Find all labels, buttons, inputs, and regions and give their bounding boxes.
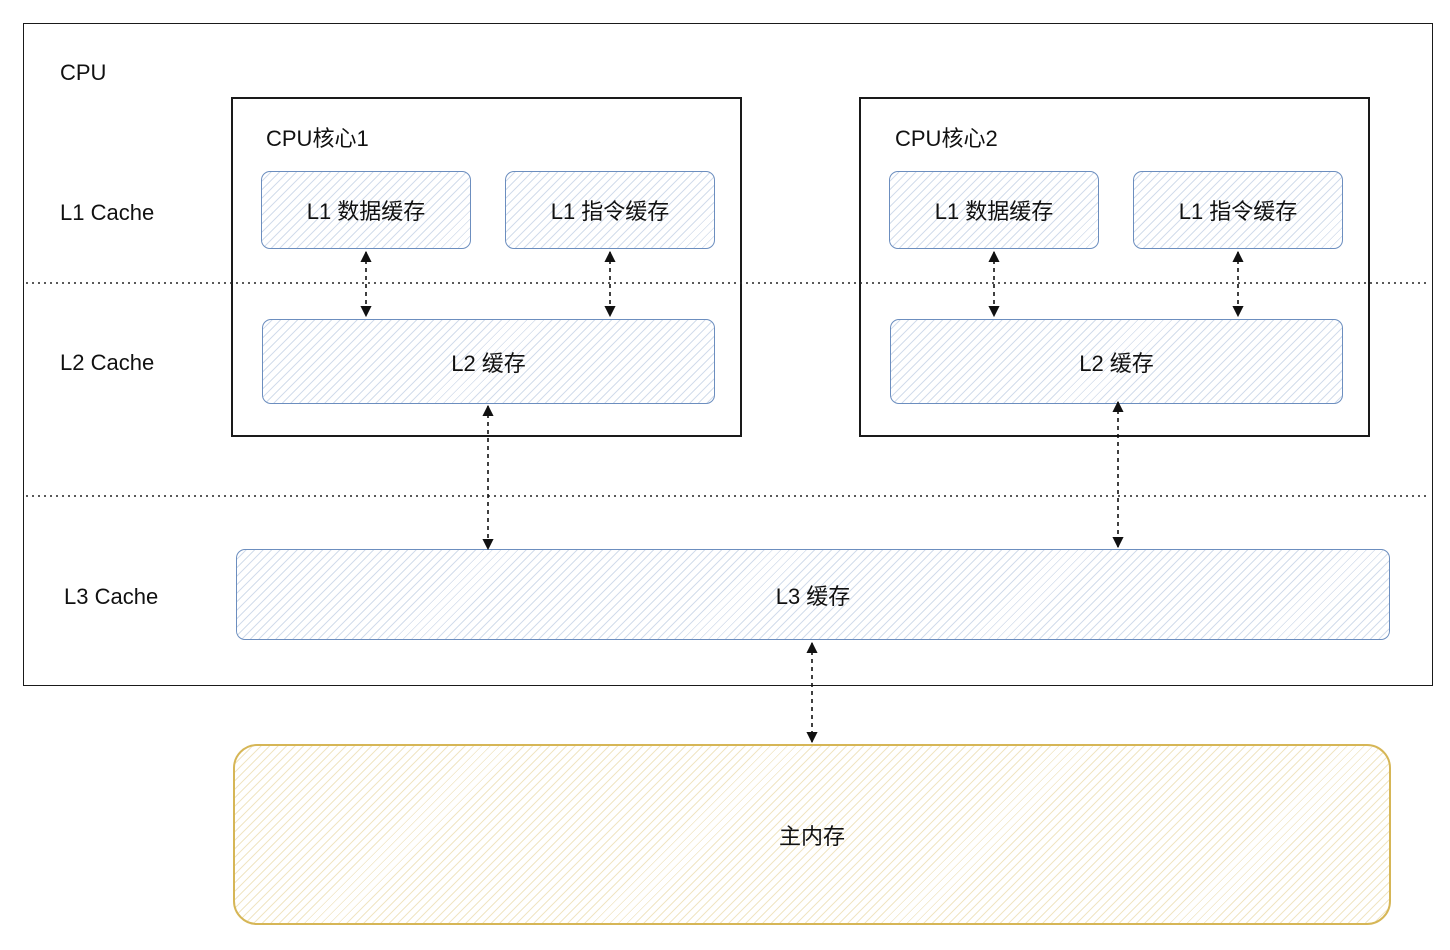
core-2-l1-data-cache: L1 数据缓存 xyxy=(889,171,1099,249)
core-2-l1-instruction-cache: L1 指令缓存 xyxy=(1133,171,1343,249)
l3-cache: L3 缓存 xyxy=(236,549,1390,640)
core-1-l2-cache: L2 缓存 xyxy=(262,319,715,404)
core-1-l1-instruction-cache: L1 指令缓存 xyxy=(505,171,715,249)
core-1-l1-data-cache: L1 数据缓存 xyxy=(261,171,471,249)
main-memory-label: 主内存 xyxy=(778,823,845,849)
l3-cache-level-label: L3 Cache xyxy=(64,584,159,609)
l1-cache-level-label: L1 Cache xyxy=(60,200,155,225)
core-1-l1-instruction-cache-label: L1 指令缓存 xyxy=(550,199,670,224)
core-1-l1-data-cache-label: L1 数据缓存 xyxy=(306,199,426,224)
core-2-l2-cache: L2 缓存 xyxy=(890,319,1343,404)
main-memory: 主内存 xyxy=(233,744,1391,925)
cpu-core-1-title: CPU核心1 xyxy=(266,126,369,151)
l3-cache-label: L3 缓存 xyxy=(775,583,851,609)
core-2-l1-data-cache-label: L1 数据缓存 xyxy=(934,199,1054,224)
cpu-title: CPU xyxy=(60,60,107,85)
core-2-l2-cache-label: L2 缓存 xyxy=(1079,350,1154,376)
cpu-core-2-title: CPU核心2 xyxy=(895,126,998,151)
core-1-l2-cache-label: L2 缓存 xyxy=(451,350,526,376)
core-2-l1-instruction-cache-label: L1 指令缓存 xyxy=(1178,199,1298,224)
l2-cache-level-label: L2 Cache xyxy=(60,350,155,375)
cpu-container xyxy=(23,23,1433,686)
